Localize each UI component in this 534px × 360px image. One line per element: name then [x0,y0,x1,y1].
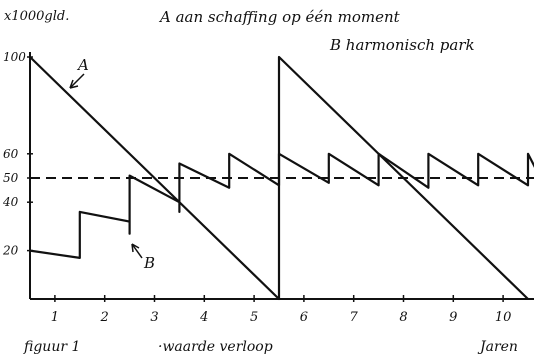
chart-title: A aan schaffing op één moment [158,8,401,26]
y-tick-label: 20 [2,244,19,258]
y-tick-label: 40 [2,195,19,209]
x-tick-labels: 1 2 3 4 5 6 7 8 9 10 [51,295,512,325]
figure-label: figuur 1 [23,339,80,355]
y-tick-labels: 100 60 50 40 20 [2,50,33,258]
series-group [29,55,534,301]
x-tick-label: 10 [495,310,512,325]
x-axis-label: Jaren [477,339,518,355]
series-b-pointer-head [131,243,140,253]
x-tick-label: 8 [399,310,407,325]
chart-subtitle: B harmonisch park [329,36,475,54]
x-tick-label: 6 [300,310,308,325]
series-line-b [29,152,534,259]
series-b-label: B [143,254,155,272]
y-tick-label: 100 [3,50,26,64]
series-a-label: A [76,56,89,74]
axes [29,52,534,300]
x-tick-label: 9 [449,310,457,325]
x-tick-label: 4 [199,310,208,325]
y-axis-unit-label: x1000gld. [4,9,69,24]
series-b-pointer [131,243,143,259]
y-tick-label: 50 [3,171,19,185]
y-tick-label: 60 [3,147,19,161]
chart-caption: ·waarde verloop [158,339,273,355]
x-tick-label: 3 [150,310,158,325]
series-a-pointer [69,73,85,89]
x-tick-label: 7 [350,310,359,325]
x-tick-label: 1 [51,310,59,325]
x-tick-label: 2 [100,310,109,325]
series-a-pointer-head [69,79,79,89]
x-tick-label: 5 [250,310,258,325]
